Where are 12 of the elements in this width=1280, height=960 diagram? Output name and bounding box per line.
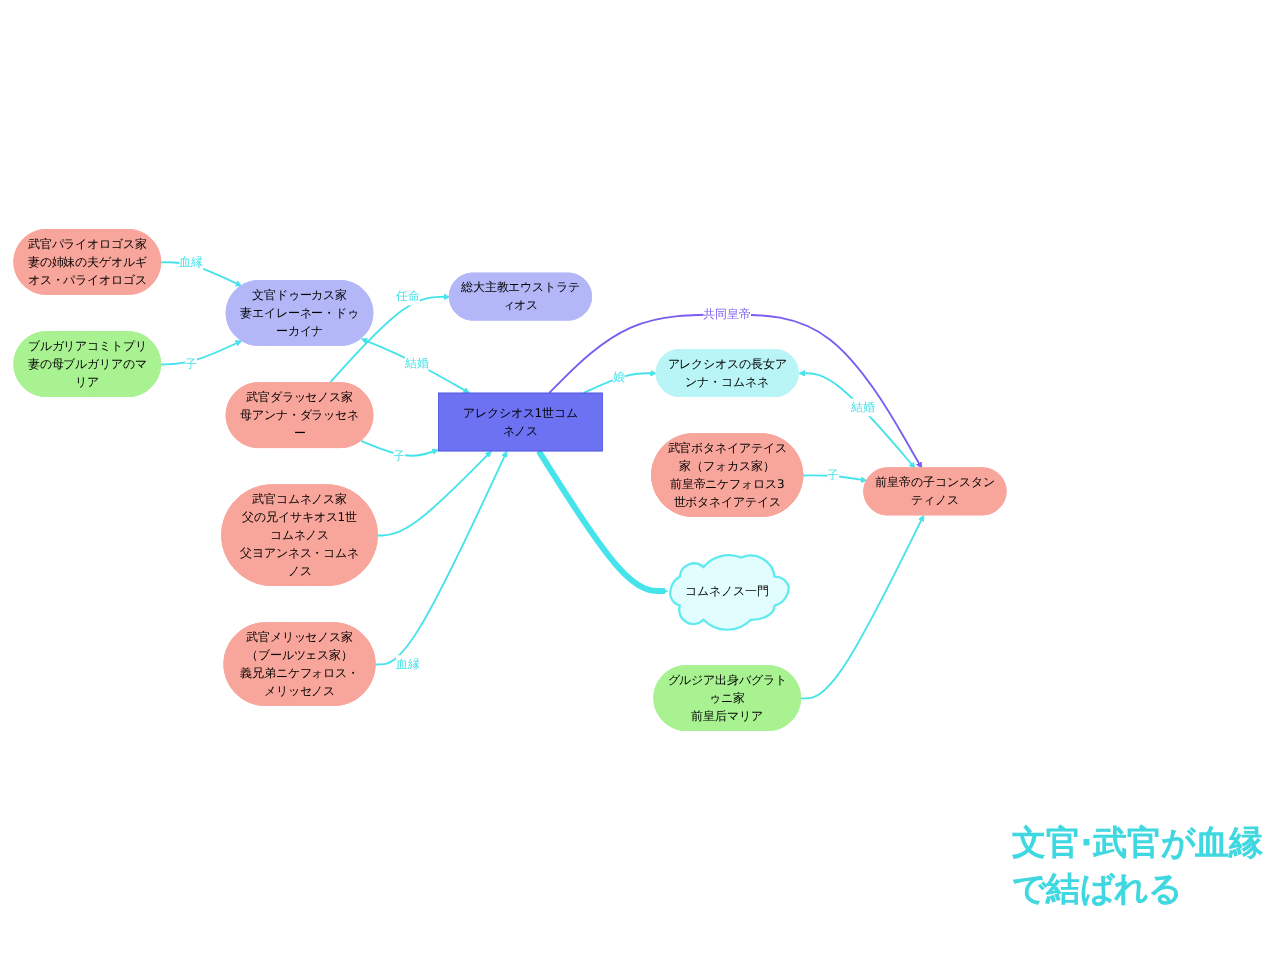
- arrow: [328, 293, 450, 384]
- arrow: [361, 338, 470, 394]
- arrow: [376, 450, 492, 537]
- arrow: [548, 313, 923, 469]
- arrow: [536, 449, 669, 595]
- note-text: 文官·武官が血縁で結ばれる: [1012, 822, 1265, 912]
- arrow: [802, 474, 868, 484]
- arrow: [374, 450, 508, 666]
- arrow: [799, 514, 925, 700]
- arrow: [160, 340, 242, 366]
- arrow: [360, 439, 439, 457]
- arrow: [798, 370, 916, 469]
